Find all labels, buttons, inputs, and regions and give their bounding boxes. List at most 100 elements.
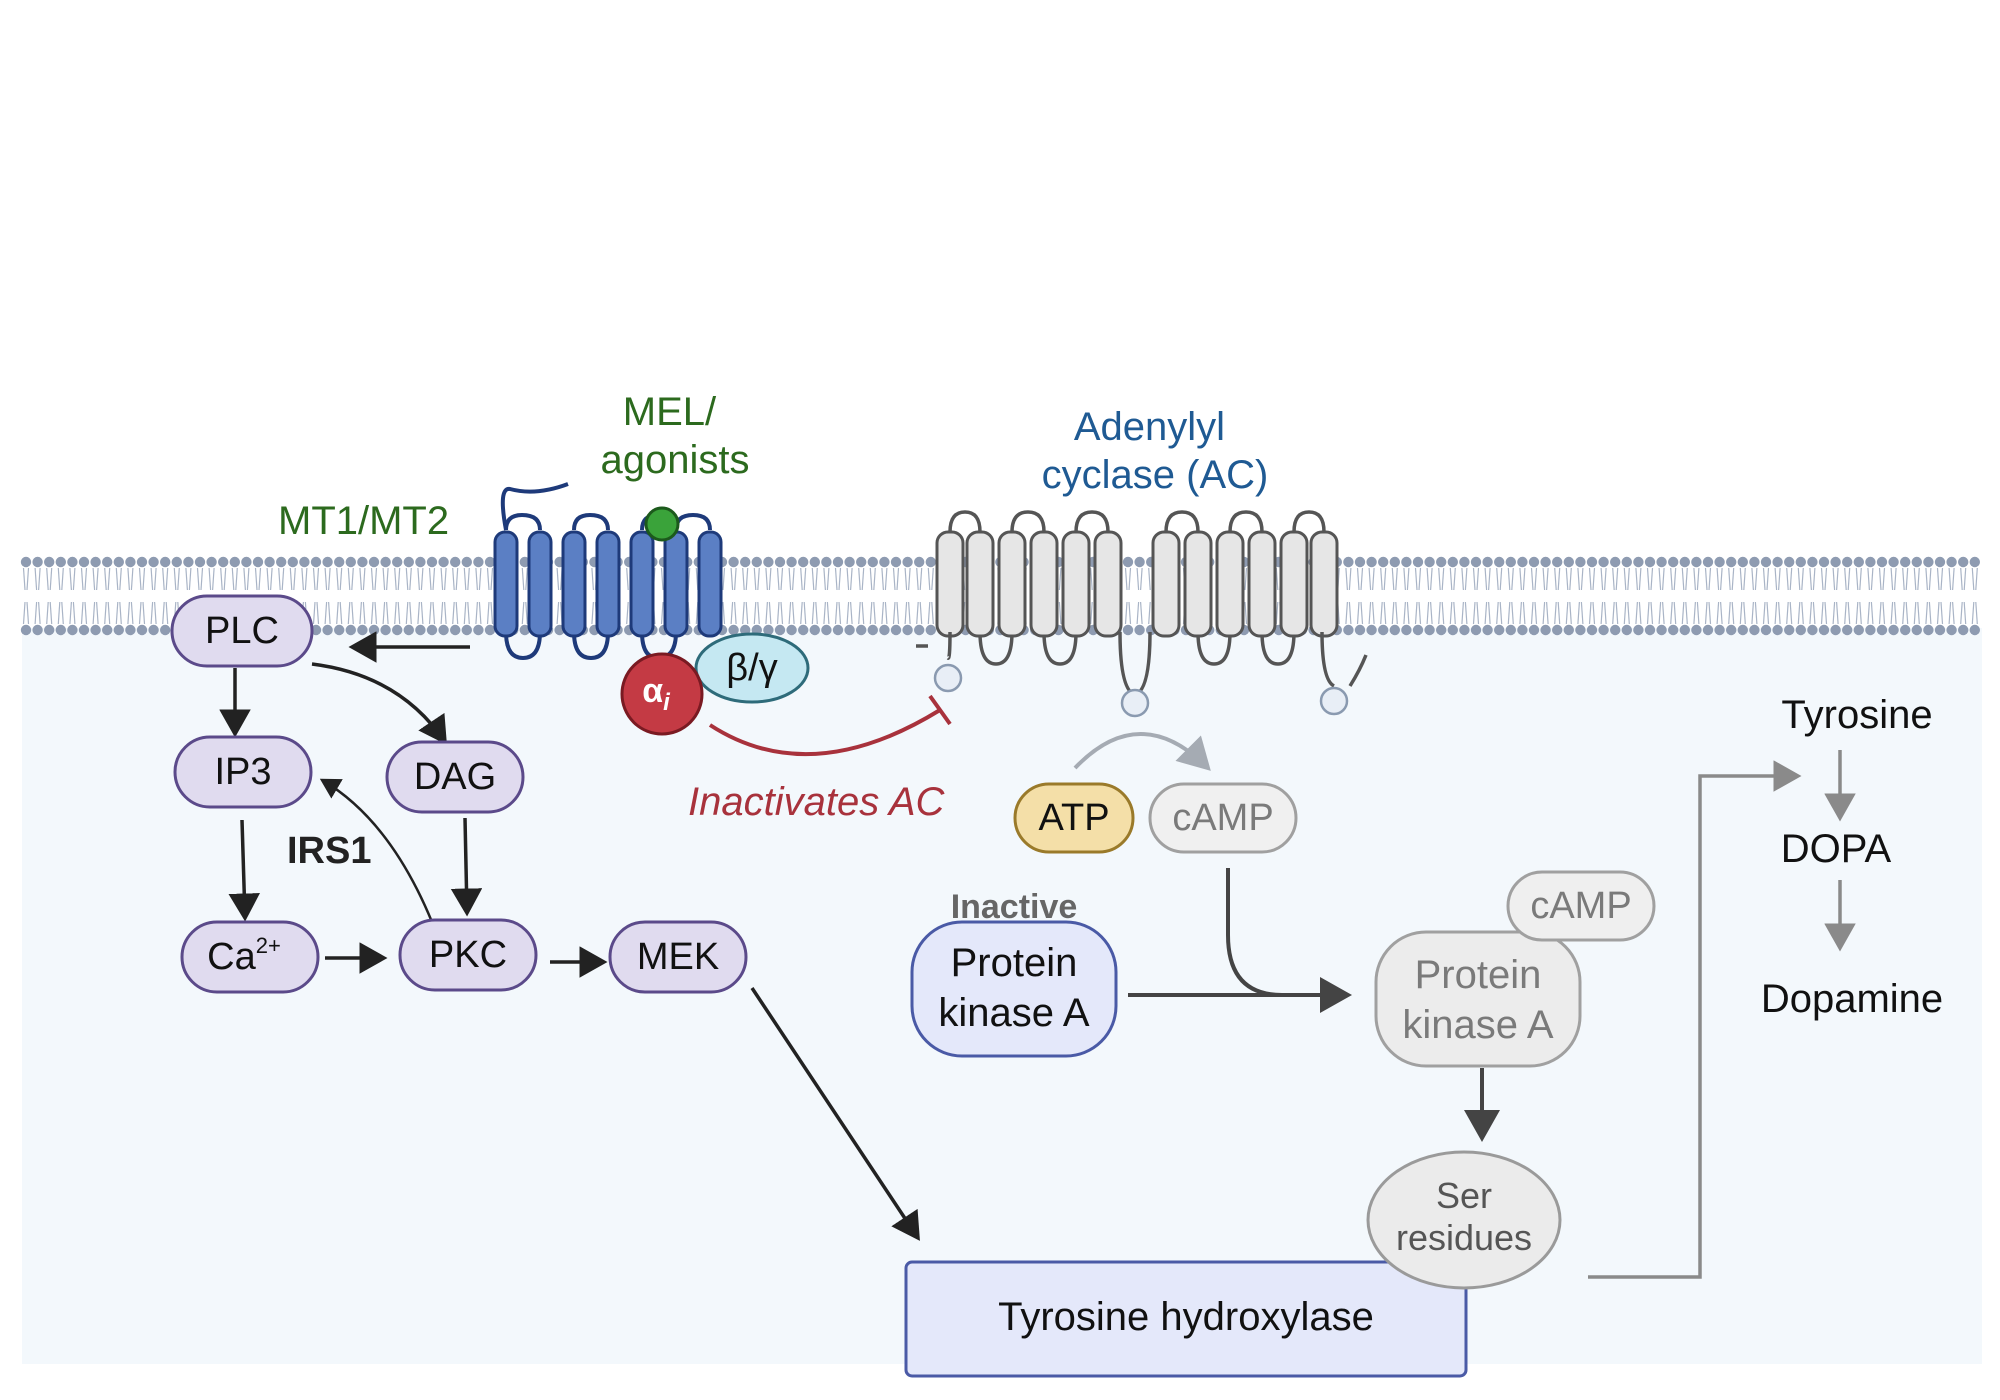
svg-text:ATP: ATP: [1038, 797, 1109, 839]
lipid-tail: [185, 567, 188, 591]
lipid-tail: [742, 601, 745, 625]
lipid-tail: [1801, 567, 1804, 591]
lipid-tail: [1140, 601, 1143, 625]
lipid-tail: [374, 601, 378, 625]
ca-node: Ca2+: [180, 920, 320, 994]
lipid-tail: [521, 567, 525, 591]
lipid-tail: [823, 567, 826, 591]
lipid-head: [1575, 624, 1586, 636]
lipid-tail: [1372, 567, 1375, 591]
lipid-tail: [1534, 567, 1538, 591]
lipid-tail: [452, 567, 455, 591]
lipid-tail: [556, 567, 560, 591]
dopa-label: DOPA: [1781, 827, 1892, 871]
lipid-tail: [432, 601, 436, 625]
lipid-head: [426, 556, 438, 568]
lipid-tail: [1681, 567, 1685, 591]
lipid-tail: [1244, 567, 1248, 591]
lipid-tail: [328, 567, 331, 591]
lipid-tail: [1453, 567, 1456, 591]
lipid-tail: [339, 601, 343, 625]
lipid-head: [1134, 624, 1145, 636]
lipid-head: [1679, 556, 1691, 568]
lipid-tail: [312, 601, 316, 625]
lipid-tail: [1673, 601, 1677, 625]
lipid-head: [67, 624, 78, 636]
lipid-head: [1552, 624, 1563, 636]
lipid-tail: [1356, 601, 1360, 625]
lipid-head: [1575, 556, 1586, 568]
lipid-tail: [1905, 601, 1909, 625]
lipid-tail: [92, 567, 96, 591]
lipid-tail: [1731, 601, 1735, 625]
lipid-tail: [765, 567, 768, 591]
ligand-dot: [644, 506, 680, 542]
lipid-tail: [1646, 601, 1650, 625]
lipid-head: [194, 556, 206, 568]
lipid-tail: [463, 567, 467, 591]
ac-helix: [1029, 530, 1059, 638]
lipid-tail: [1936, 601, 1940, 625]
lipid-tail: [96, 601, 99, 625]
lipid-tail: [1569, 601, 1572, 625]
adenylyl-cyclase: [916, 510, 1368, 718]
lipid-head: [798, 556, 809, 568]
lipid-tail: [745, 567, 749, 591]
lipid-tail: [428, 567, 432, 591]
lipid-tail: [444, 567, 447, 591]
lipid-head: [1366, 556, 1377, 568]
ac-glyco-dot-1: [933, 663, 963, 693]
lipid-head: [740, 556, 751, 568]
bound-camp-node: cAMP: [1506, 870, 1656, 942]
lipid-tail: [22, 567, 26, 591]
lipid-head: [1679, 624, 1691, 636]
beta-gamma-label: β/γ: [726, 647, 777, 689]
lipid-head: [1424, 624, 1435, 636]
lipid-head: [1517, 556, 1528, 568]
svg-text:Protein: Protein: [951, 941, 1078, 985]
svg-text:cAMP: cAMP: [1530, 885, 1631, 927]
receptor-helix: [697, 530, 723, 638]
lipid-tail: [788, 567, 792, 591]
lipid-tail: [1928, 601, 1932, 625]
lipid-head: [20, 556, 32, 568]
lipid-tail: [1472, 567, 1476, 591]
lipid-tail: [1476, 601, 1480, 625]
lipid-head: [1459, 624, 1470, 636]
lipid-tail: [1762, 601, 1766, 625]
lipid-tail: [440, 567, 444, 591]
lipid-tail: [1952, 601, 1955, 625]
lipid-head: [763, 556, 774, 568]
lipid-tail: [1345, 601, 1348, 625]
lipid-tail: [916, 567, 919, 591]
ac-helix: [1215, 530, 1245, 638]
lipid-head: [392, 556, 403, 568]
lipid-tail: [382, 601, 386, 625]
svg-text:MEK: MEK: [637, 936, 719, 978]
lipid-tail: [397, 567, 401, 591]
lipid-head: [1726, 624, 1737, 636]
lipid-tail: [1704, 567, 1708, 591]
lipid-head: [925, 556, 936, 568]
lipid-head: [1563, 556, 1575, 568]
lipid-head: [1830, 556, 1841, 568]
lipid-tail: [220, 567, 223, 591]
lipid-tail: [1789, 567, 1793, 591]
lipid-head: [1528, 624, 1540, 636]
lipid-tail: [1824, 601, 1828, 625]
lipid-tail: [1670, 601, 1673, 625]
lipid-tail: [1963, 601, 1967, 625]
lipid-tail: [104, 601, 107, 625]
ac-helix: [935, 530, 965, 638]
lipid-tail: [46, 601, 49, 625]
lipid-tail: [1565, 601, 1569, 625]
lipid-tail: [1890, 601, 1894, 625]
lipid-head: [1459, 556, 1470, 568]
lipid-tail: [270, 567, 273, 591]
lipid-head: [55, 556, 66, 568]
lipid-head: [403, 624, 414, 636]
lipid-tail: [1275, 567, 1279, 591]
lipid-tail: [1809, 601, 1812, 625]
lipid-tail: [1812, 567, 1816, 591]
lipid-tail: [1414, 567, 1418, 591]
